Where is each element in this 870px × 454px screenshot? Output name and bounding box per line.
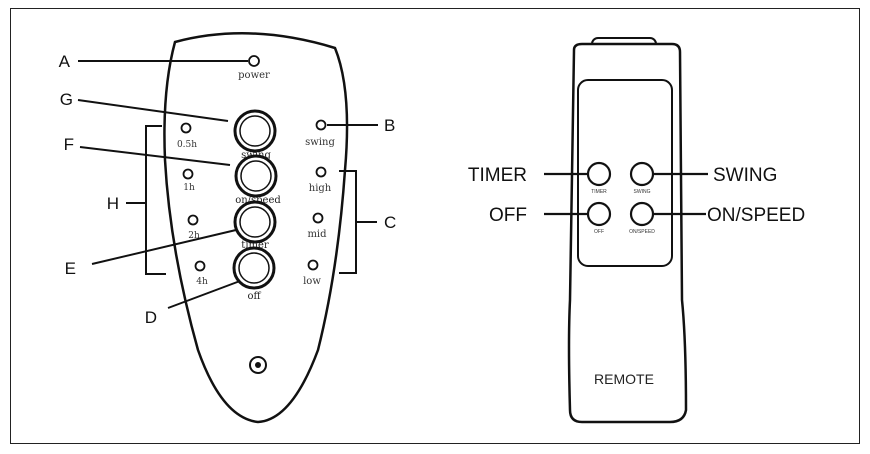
left-remote: power swing on/speed timer off (59, 32, 396, 424)
power-led (248, 55, 260, 67)
on-speed-button[interactable] (234, 154, 278, 198)
on-speed-button-right[interactable] (629, 201, 655, 227)
swing-button-right[interactable] (629, 161, 655, 187)
power-label: power (238, 70, 270, 81)
off-button[interactable] (232, 246, 276, 290)
timer-led-1 (182, 168, 194, 180)
off-button-label: off (247, 291, 261, 302)
timer-led-2 (187, 214, 199, 226)
callout-g: G (60, 90, 73, 109)
timer-led-label-0: 0.5h (177, 140, 197, 150)
callout-off: OFF (489, 205, 527, 226)
speed-led-3 (307, 259, 319, 271)
callout-d: D (145, 308, 157, 327)
callout-c: C (384, 213, 396, 232)
ir-sensor-icon (249, 356, 267, 374)
swing-button-right-label: SWING (634, 189, 651, 195)
speed-led-2 (312, 212, 324, 224)
timer-led-label-1: 1h (183, 183, 195, 193)
callout-a: A (59, 52, 71, 71)
callout-e: E (65, 259, 76, 278)
swing-button[interactable] (233, 109, 277, 153)
timer-led-label-3: 4h (196, 277, 208, 287)
callout-f: F (64, 135, 74, 154)
timer-led-label-2: 2h (188, 231, 200, 241)
timer-led-0 (180, 122, 192, 134)
speed-led-1 (315, 166, 327, 178)
callout-e-line (91, 229, 237, 265)
timer-led-3 (194, 260, 206, 272)
callout-timer: TIMER (468, 165, 527, 186)
callout-on-speed: ON/SPEED (707, 205, 805, 226)
callout-g-line (77, 99, 229, 122)
off-button-right[interactable] (586, 201, 612, 227)
speed-led-label-3: low (303, 276, 321, 287)
speed-led-label-0: swing (305, 137, 335, 148)
remote-brand-label: REMOTE (594, 371, 654, 387)
timer-button-right-label: TIMER (591, 189, 607, 195)
speed-led-label-2: mid (307, 229, 327, 240)
on-speed-button-right-label: ON/SPEED (629, 229, 655, 235)
right-remote: TIMER SWING OFF ON/SPEED REMOTE TIMER OF… (468, 37, 805, 424)
timer-button-right[interactable] (586, 161, 612, 187)
callout-h: H (107, 194, 119, 213)
callout-b: B (384, 116, 395, 135)
speed-led-0 (315, 119, 327, 131)
callout-swing: SWING (713, 165, 777, 186)
timer-button[interactable] (233, 200, 277, 244)
timer-button-label: timer (241, 240, 269, 251)
callout-f-line (79, 146, 231, 166)
off-button-right-label: OFF (594, 229, 604, 235)
callout-h-bracket (145, 125, 166, 275)
callout-d-line (167, 280, 241, 309)
on-speed-button-label: on/speed (235, 195, 281, 206)
speed-led-label-1: high (309, 183, 332, 194)
diagram-border (10, 8, 860, 444)
